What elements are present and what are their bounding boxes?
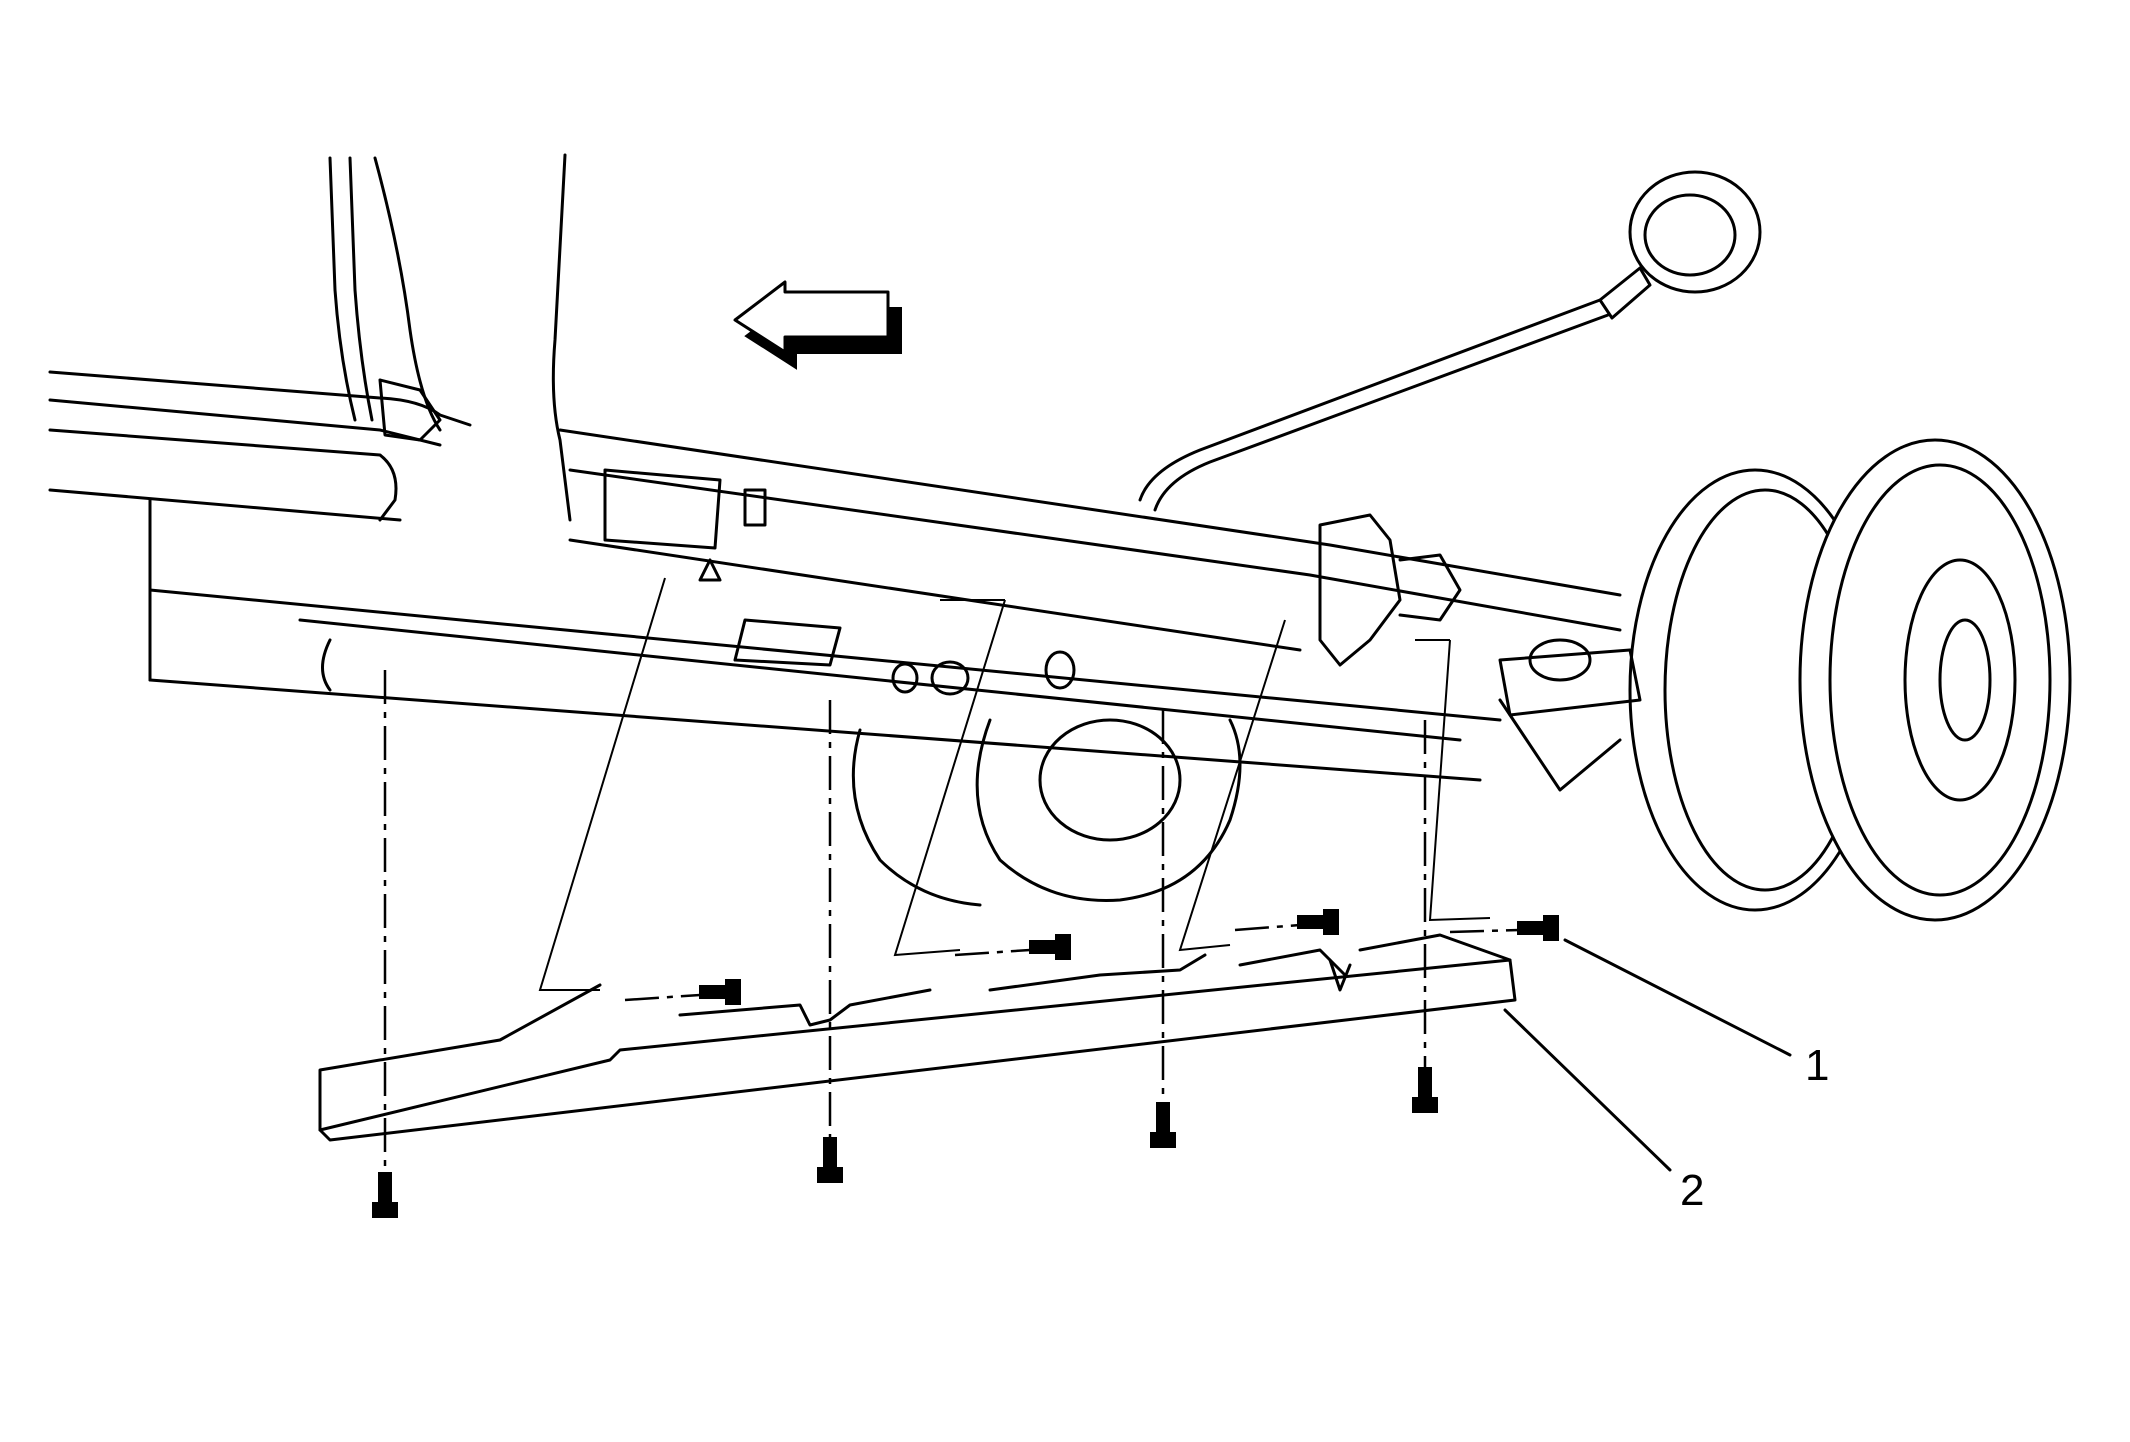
axle-housing [1498,638,1642,792]
bolt-icon [1150,1102,1176,1148]
fuel-tank [298,618,1462,742]
frame-rail [148,428,1622,782]
horizontal-bolts [699,909,1559,1005]
rear-dual-wheels [1628,438,2072,922]
spare-tire [851,718,1242,907]
bolt-icon [372,1172,398,1218]
arrow-left-icon [733,280,902,370]
bolt-icon [1029,934,1071,960]
vertical-bolts [372,1067,1438,1218]
spring-hanger [1318,513,1462,667]
fuel-filler-hose [1138,170,1762,512]
underbody-shield [318,933,1517,1142]
bolt-icon [1412,1067,1438,1113]
projection-lines [538,577,1491,991]
bolt-icon [1517,915,1559,941]
callout-2: 2 [1680,1166,1704,1215]
cab-body [48,153,572,522]
bolt-paths [383,670,1521,1180]
bolt-icon [817,1137,843,1183]
bolt-icon [1297,909,1339,935]
callout-1: 1 [1805,1041,1829,1090]
leader-lines [1503,938,1792,1172]
bolt-icon [699,979,741,1005]
